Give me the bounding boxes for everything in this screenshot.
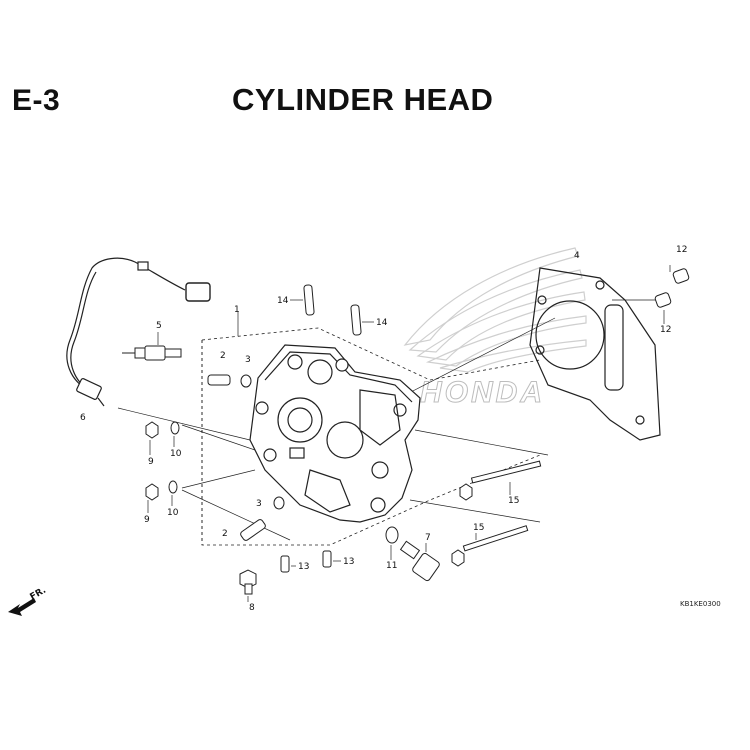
callout-15a: 15 — [508, 496, 519, 506]
callout-1: 1 — [234, 305, 240, 315]
front-arrow-label: FR. — [29, 586, 48, 603]
callout-ticks — [147, 299, 665, 602]
callout-11: 11 — [386, 561, 397, 571]
cylinder-head-body — [249, 344, 421, 523]
callout-8: 8 — [249, 603, 255, 613]
callout-14a: 14 — [277, 296, 289, 306]
temp-sensor — [385, 526, 440, 582]
callout-12a: 12 — [676, 245, 687, 255]
callout-13a: 13 — [298, 562, 309, 572]
callout-13b: 13 — [343, 557, 354, 567]
section-code: E-3 — [12, 84, 61, 117]
stud-bolts — [451, 460, 542, 567]
bolt-8 — [239, 569, 257, 595]
leader-lines — [117, 265, 671, 541]
callout-3a: 3 — [245, 355, 251, 365]
callout-9a: 9 — [148, 457, 154, 467]
callout-6: 6 — [80, 413, 86, 423]
callout-7: 7 — [425, 533, 431, 543]
honda-watermark-text: HONDA — [420, 376, 545, 409]
dowels-guides — [207, 284, 362, 573]
callout-14b: 14 — [376, 318, 388, 328]
cylinder-head-gasket — [529, 267, 661, 441]
nuts-washers — [145, 421, 180, 501]
callout-10a: 10 — [170, 449, 182, 459]
callout-15b: 15 — [473, 523, 484, 533]
callout-2b: 2 — [222, 529, 228, 539]
callout-12b: 12 — [660, 325, 671, 335]
dowels-12 — [654, 268, 690, 308]
honda-wing-watermark — [403, 247, 587, 373]
spark-plug — [122, 345, 182, 361]
callout-10b: 10 — [167, 508, 179, 518]
reference-code: KB1KE0300 — [680, 600, 721, 608]
front-arrow: FR. — [8, 586, 48, 616]
page-title: CYLINDER HEAD — [232, 82, 494, 117]
callout-3b: 3 — [256, 499, 262, 509]
callout-5: 5 — [156, 321, 162, 331]
o2-sensor-assembly — [66, 257, 211, 407]
callout-9b: 9 — [144, 515, 150, 525]
callout-4: 4 — [574, 251, 580, 261]
callout-2a: 2 — [220, 351, 226, 361]
